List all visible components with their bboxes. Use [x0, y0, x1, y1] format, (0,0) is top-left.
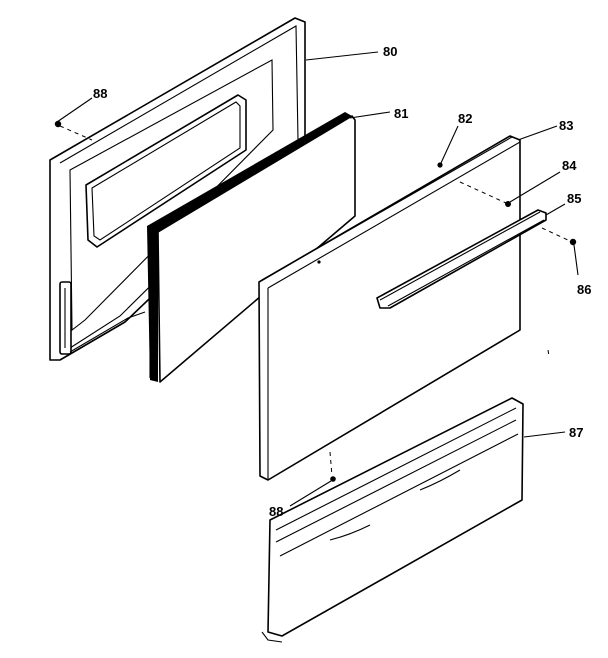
- part-81-glass-pack: [147, 112, 356, 383]
- callout-88-lower: 88: [269, 504, 283, 519]
- callout-85: 85: [567, 191, 581, 206]
- callout-83: 83: [559, 118, 573, 133]
- callout-labels: 80 81 82 83 84 85 86 87 88 88: [93, 44, 591, 519]
- callout-84: 84: [562, 158, 577, 173]
- callout-86: 86: [577, 282, 591, 297]
- part-85-door-handle: [376, 209, 547, 309]
- callout-88-upper: 88: [93, 86, 107, 101]
- screw-88-lower: [330, 476, 336, 482]
- callout-81: 81: [394, 106, 408, 121]
- assembly-lines: [59, 125, 571, 477]
- part-80-door-liner: [49, 17, 306, 361]
- callout-82: 82: [458, 111, 472, 126]
- callout-80: 80: [383, 44, 397, 59]
- screw-86: [569, 238, 577, 246]
- screw-84: [505, 201, 511, 207]
- callout-87: 87: [569, 425, 583, 440]
- leader-lines: [56, 51, 579, 507]
- screw-82: [437, 162, 443, 168]
- part-87-kick-panel: [261, 397, 524, 643]
- screw-88-upper: [54, 120, 62, 128]
